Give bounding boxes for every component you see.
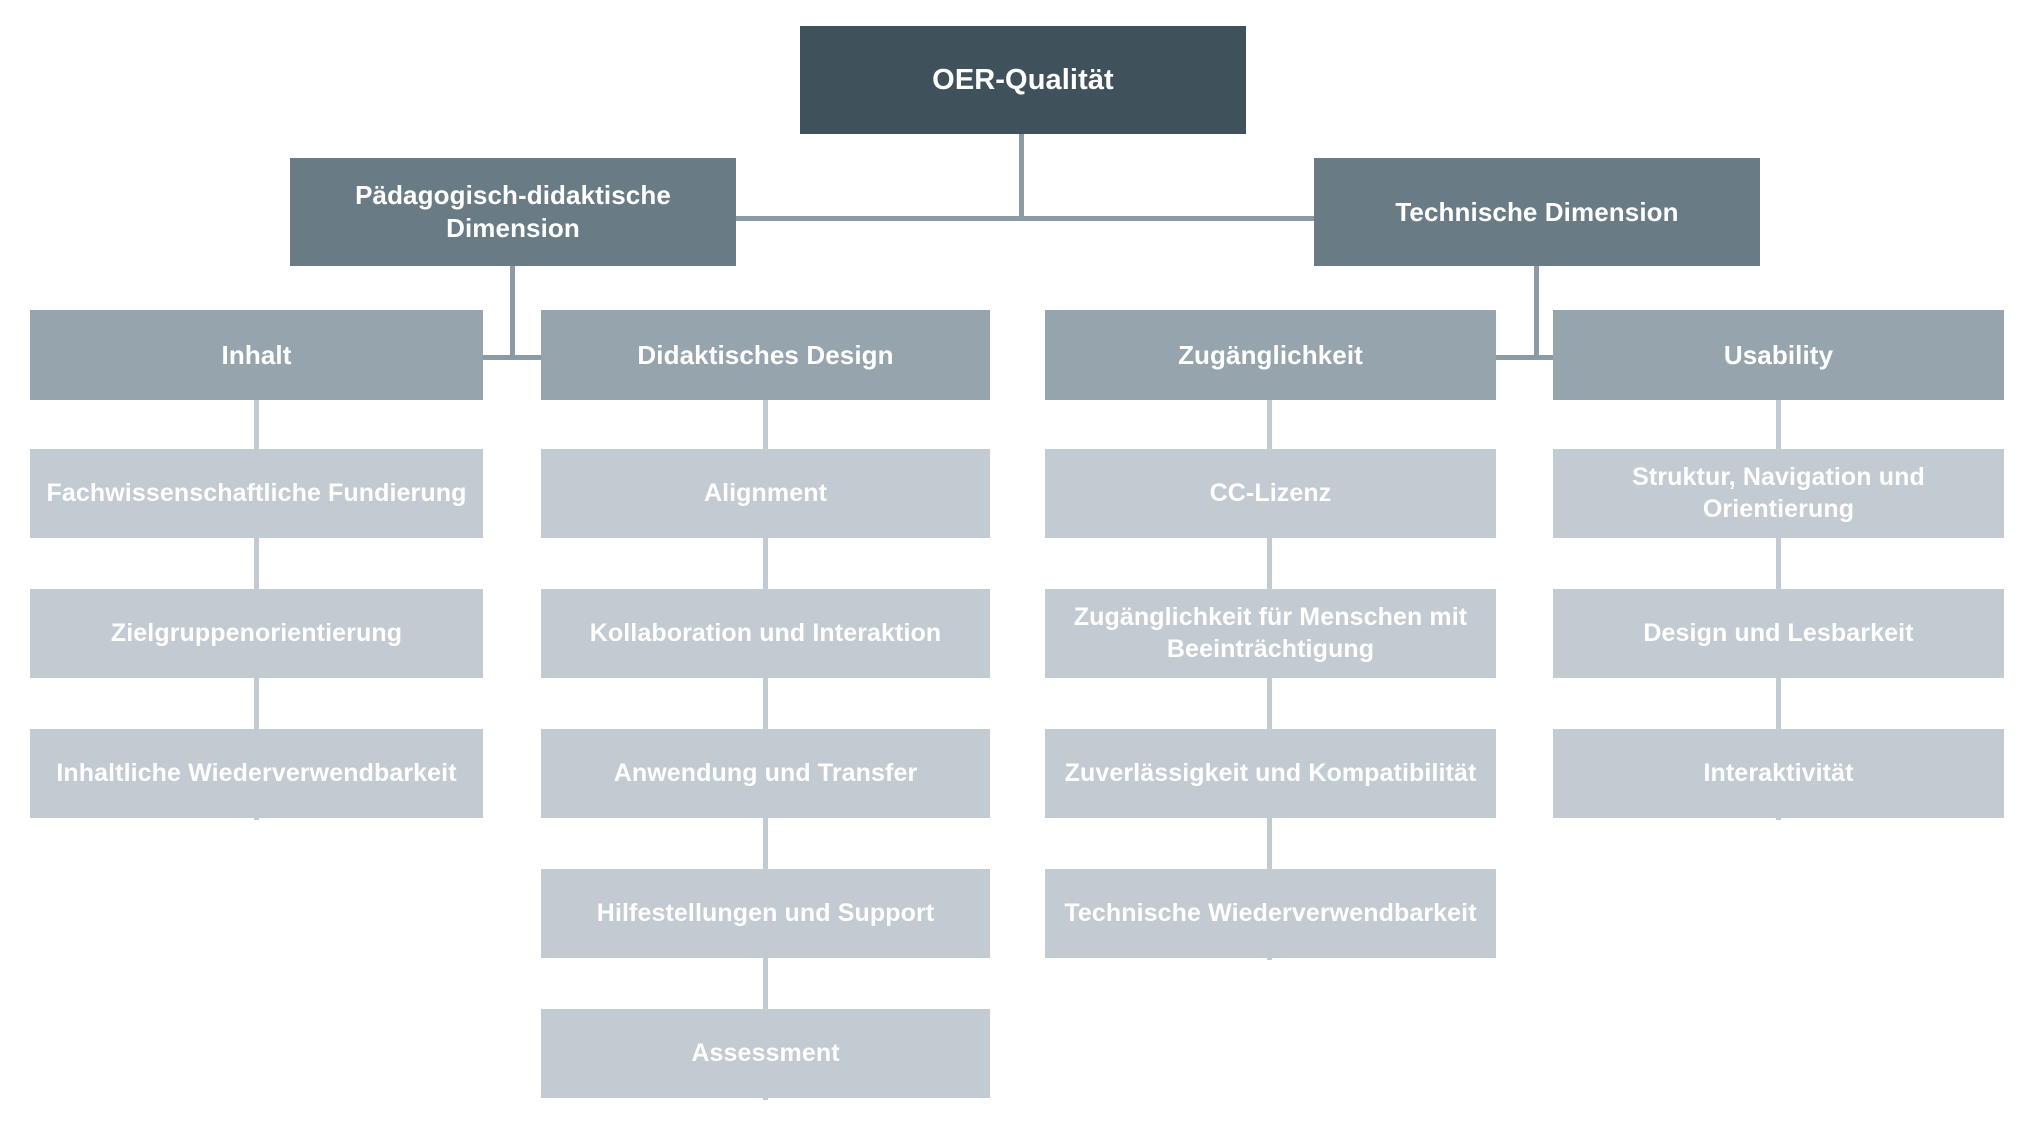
node-leaf-label: Struktur, Navigation und Orientierung bbox=[1632, 463, 1925, 523]
node-leaf-inhaltliche-wiederverwendbarkeit[interactable]: Inhaltliche Wiederverwendbarkeit bbox=[30, 729, 483, 818]
node-category-inhalt[interactable]: Inhalt bbox=[30, 310, 483, 400]
node-root-oer-qualitaet[interactable]: OER-Qualität bbox=[800, 26, 1246, 134]
node-leaf-anwendung-und-transfer[interactable]: Anwendung und Transfer bbox=[541, 729, 990, 818]
node-dimension-paedagogisch-didaktisch[interactable]: Pädagogisch-didaktische Dimension bbox=[290, 158, 736, 266]
node-leaf-cc-lizenz[interactable]: CC-Lizenz bbox=[1045, 449, 1496, 538]
node-leaf-struktur-navigation-und-orientierung[interactable]: Struktur, Navigation und Orientierung bbox=[1553, 449, 2004, 538]
node-leaf-interaktivitaet[interactable]: Interaktivität bbox=[1553, 729, 2004, 818]
node-leaf-kollaboration-und-interaktion[interactable]: Kollaboration und Interaktion bbox=[541, 589, 990, 678]
node-root-label: OER-Qualität bbox=[932, 63, 1114, 96]
node-leaf-alignment[interactable]: Alignment bbox=[541, 449, 990, 538]
node-leaf-label: Kollaboration und Interaktion bbox=[589, 618, 942, 647]
connector-dimensions-horizontal bbox=[290, 216, 1760, 221]
node-leaf-label: Zuverlässigkeit und Kompatibilität bbox=[1064, 758, 1477, 787]
node-category-1-label: Inhalt bbox=[221, 339, 292, 370]
node-category-4-label: Usability bbox=[1723, 339, 1834, 370]
node-leaf-label: Alignment bbox=[703, 478, 828, 507]
node-leaf-technische-wiederverwendbarkeit[interactable]: Technische Wiederverwendbarkeit bbox=[1045, 869, 1496, 958]
node-dimension-technische[interactable]: Technische Dimension bbox=[1314, 158, 1760, 266]
node-leaf-zugaenglichkeit-fuer-menschen-mit-beeintraechtigung[interactable]: Zugänglichkeit für Menschen mit Beeinträ… bbox=[1045, 589, 1496, 678]
connector-dim2-horizontal bbox=[1471, 355, 1601, 360]
node-leaf-label: Interaktivität bbox=[1703, 758, 1854, 787]
connector-root-vertical bbox=[1019, 133, 1024, 219]
node-leaf-design-und-lesbarkeit[interactable]: Design und Lesbarkeit bbox=[1553, 589, 2004, 678]
connector-dim2-vertical bbox=[1534, 221, 1539, 358]
node-leaf-label: CC-Lizenz bbox=[1209, 478, 1332, 507]
node-leaf-label: Design und Lesbarkeit bbox=[1643, 618, 1914, 647]
node-leaf-zuverlaessigkeit-und-kompatibilitaet[interactable]: Zuverlässigkeit und Kompatibilität bbox=[1045, 729, 1496, 818]
node-category-usability[interactable]: Usability bbox=[1553, 310, 2004, 400]
node-leaf-label: Assessment bbox=[691, 1038, 840, 1067]
node-category-2-label: Didaktisches Design bbox=[637, 339, 894, 370]
node-leaf-label: Zugänglichkeit für Menschen mit Beeinträ… bbox=[1073, 603, 1468, 663]
node-leaf-label: Anwendung und Transfer bbox=[613, 758, 918, 787]
node-leaf-label: Inhaltliche Wiederverwendbarkeit bbox=[56, 758, 457, 787]
node-leaf-label: Technische Wiederverwendbarkeit bbox=[1064, 898, 1477, 927]
node-leaf-label: Fachwissenschaftliche Fundierung bbox=[46, 478, 467, 507]
connector-col3-spine bbox=[1267, 400, 1272, 960]
connector-dim1-horizontal bbox=[447, 355, 577, 360]
node-category-3-label: Zugänglichkeit bbox=[1178, 339, 1363, 370]
node-leaf-label: Zielgruppenorientierung bbox=[110, 618, 403, 647]
node-leaf-fachwissenschaftliche-fundierung[interactable]: Fachwissenschaftliche Fundierung bbox=[30, 449, 483, 538]
node-leaf-zielgruppenorientierung[interactable]: Zielgruppenorientierung bbox=[30, 589, 483, 678]
node-dimension-1-label: Pädagogisch-didaktische Dimension bbox=[355, 180, 671, 243]
node-leaf-assessment[interactable]: Assessment bbox=[541, 1009, 990, 1098]
node-dimension-2-label: Technische Dimension bbox=[1395, 196, 1679, 227]
node-category-zugaenglichkeit[interactable]: Zugänglichkeit bbox=[1045, 310, 1496, 400]
connector-dim1-vertical bbox=[510, 221, 515, 358]
node-leaf-label: Hilfestellungen und Support bbox=[596, 898, 935, 927]
node-category-didaktisches-design[interactable]: Didaktisches Design bbox=[541, 310, 990, 400]
node-leaf-hilfestellungen-und-support[interactable]: Hilfestellungen und Support bbox=[541, 869, 990, 958]
